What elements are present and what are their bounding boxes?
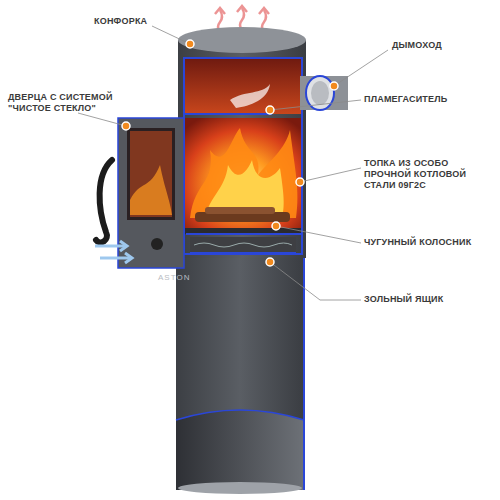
- flue-chamber: [184, 58, 302, 114]
- part-label: ЧУГУННЫЙ КОЛОСНИК: [364, 237, 471, 248]
- firebox: [184, 118, 302, 228]
- cooktop: [178, 27, 306, 53]
- flame-baffle: [184, 113, 272, 115]
- stove-base: [176, 255, 304, 490]
- grate: [184, 228, 302, 234]
- leader-lines: [78, 26, 388, 300]
- logs: [195, 207, 290, 222]
- brand-mark: ASTON: [158, 272, 190, 283]
- part-label: КОНФОРКА: [94, 16, 147, 27]
- base-cut: [176, 410, 304, 490]
- part-label: ПЛАМЕГАСИТЕЛЬ: [364, 94, 447, 105]
- air-arrows: [95, 241, 132, 263]
- part-label: ТОПКА ИЗ ОСОБО ПРОЧНОЙ КОТЛОВОЙ СТАЛИ 09…: [364, 158, 492, 191]
- part-label: ЗОЛЬНЫЙ ЯЩИК: [364, 294, 443, 305]
- flames: [190, 84, 297, 218]
- door: [96, 118, 184, 268]
- part-label: ДВЕРЦА С СИСТЕМОЙ "ЧИСТОЕ СТЕКЛО": [8, 92, 118, 114]
- callout-dots: [122, 40, 338, 266]
- part-label: ДЫМОХОД: [392, 40, 442, 51]
- ash-box: [190, 237, 296, 253]
